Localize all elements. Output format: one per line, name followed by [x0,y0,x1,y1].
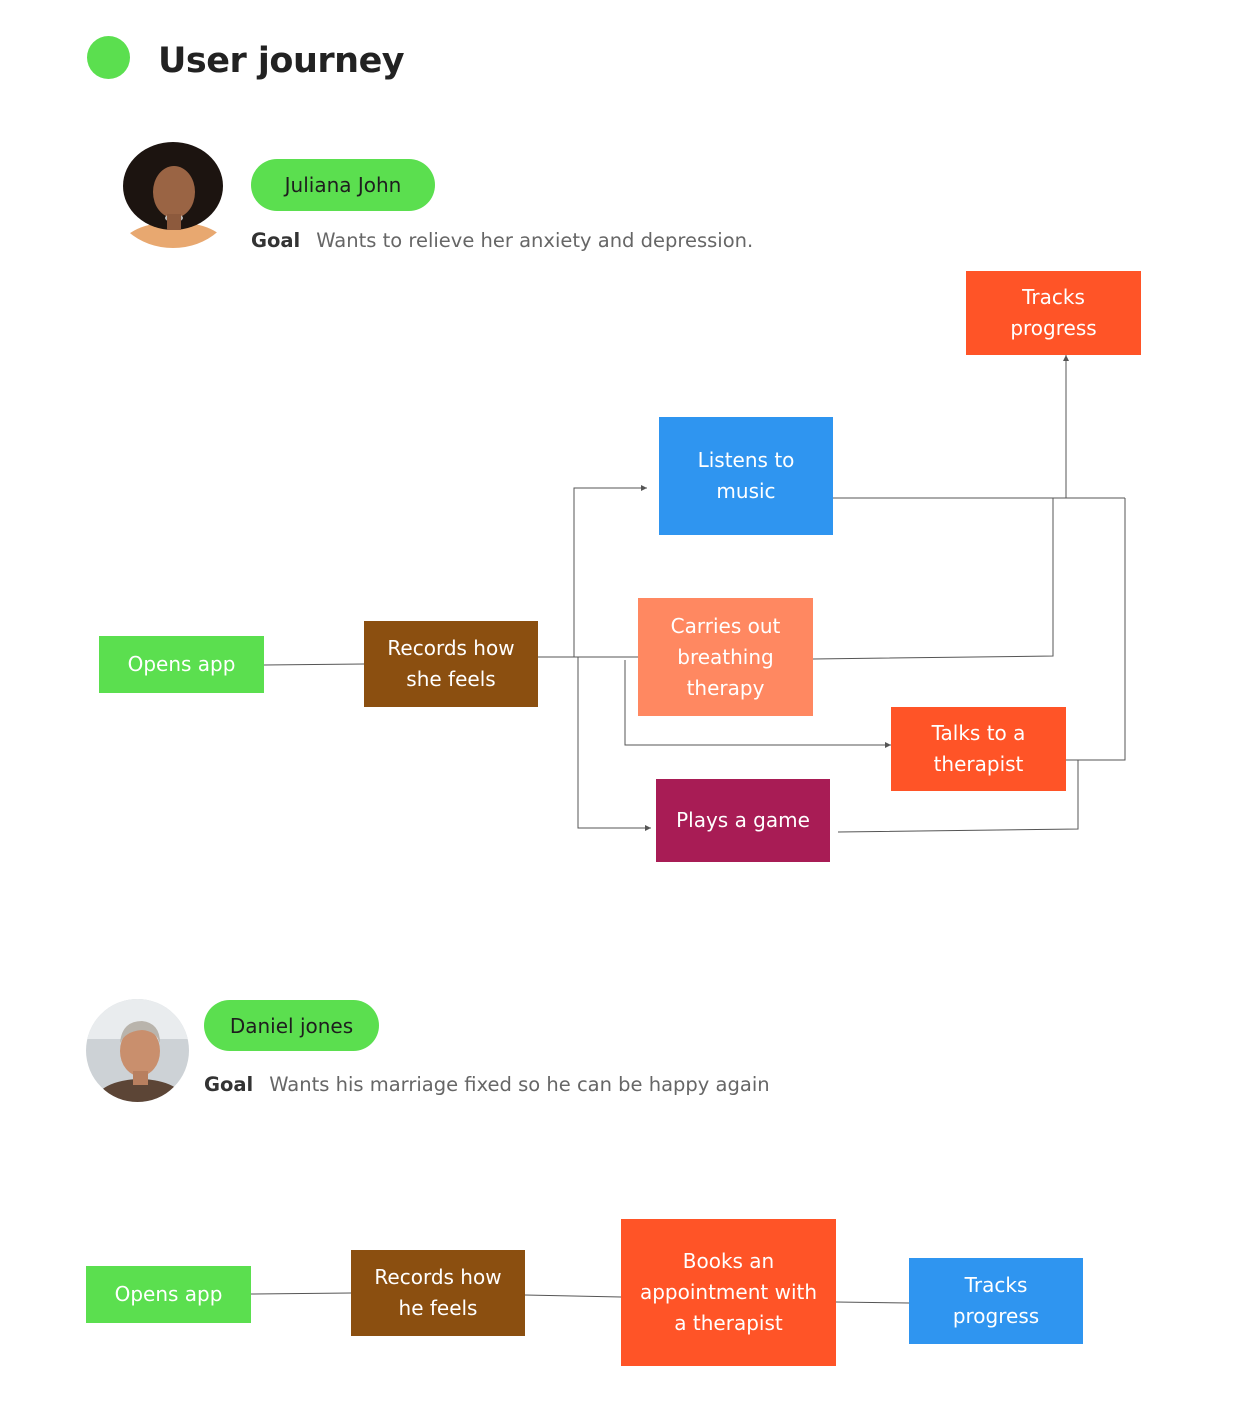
persona-goal: Goal Wants to relieve her anxiety and dep… [251,227,753,255]
connector-breathing-up [812,498,1054,660]
step-books-appointment: Books an appointment with a therapist [621,1219,836,1366]
connector-open-records [263,663,365,666]
persona-goal: Goal Wants his marriage fixed so he can b… [204,1071,770,1099]
connector2-open-records [249,1292,352,1295]
goal-label: Goal [251,229,301,252]
avatar-juliana [110,138,236,248]
page-title: User journey [158,41,405,81]
step-breathing-therapy: Carries out breathing therapy [638,598,813,716]
goal-label: Goal [204,1073,254,1096]
persona-name-badge: Daniel jones [204,1000,379,1051]
persona-name-badge: Juliana John [251,159,435,211]
step-listens-music: Listens to music [659,417,833,535]
step-tracks-progress: Tracks progress [909,1258,1083,1344]
status-dot [87,36,130,79]
goal-text: Wants to relieve her anxiety and depress… [316,229,754,252]
goal-text: Wants his marriage fixed so he can be ha… [269,1073,770,1096]
step-records-feelings: Records how he feels [351,1250,525,1336]
connector2-books-tracks [835,1301,910,1304]
connector-to-music [573,485,647,657]
connector-therapist-right [1066,498,1126,761]
connector2-records-books [524,1294,622,1298]
connector-game-right [837,760,1079,833]
step-talks-therapist: Talks to a therapist [891,707,1066,791]
step-plays-game: Plays a game [656,779,830,862]
connector-to-game [577,657,651,831]
step-tracks-progress: Tracks progress [966,271,1141,355]
step-opens-app: Opens app [86,1266,251,1323]
connector-to-therapist [624,660,891,748]
step-records-feelings: Records how she feels [364,621,538,707]
step-opens-app: Opens app [99,636,264,693]
avatar-daniel [86,999,189,1102]
